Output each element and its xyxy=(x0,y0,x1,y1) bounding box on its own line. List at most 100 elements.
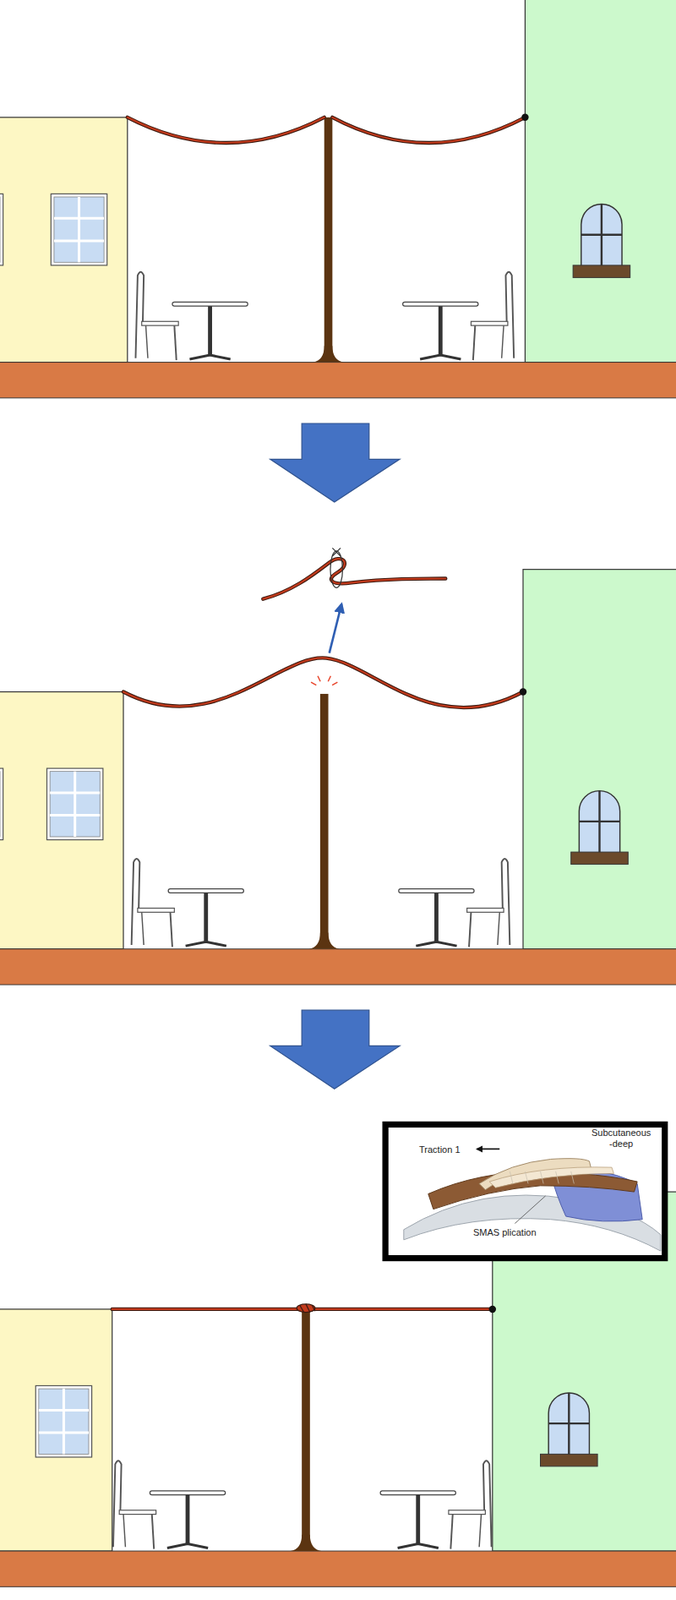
pole xyxy=(301,1308,311,1541)
fibre-strand xyxy=(524,1171,529,1183)
spark xyxy=(327,676,331,682)
rope-outline xyxy=(262,558,446,600)
window-bar xyxy=(49,791,100,795)
fibre-strand xyxy=(540,1171,545,1183)
chair-back xyxy=(131,858,141,945)
table-leg xyxy=(207,305,213,356)
chair-seat xyxy=(467,907,504,912)
chair-leg xyxy=(170,911,173,947)
fibre-strand xyxy=(571,1171,575,1183)
chair xyxy=(113,1460,157,1549)
chair xyxy=(135,272,179,360)
table-leg xyxy=(438,305,443,356)
rope xyxy=(123,657,524,708)
window-glass xyxy=(54,196,104,262)
window-glass xyxy=(49,771,100,837)
yellow-building xyxy=(0,117,128,363)
leader-line xyxy=(514,1195,546,1224)
table-leg xyxy=(434,892,439,943)
table-base xyxy=(189,354,230,360)
table xyxy=(398,888,475,947)
inset-frame xyxy=(385,1123,666,1258)
window-bar xyxy=(77,196,81,262)
rope xyxy=(127,117,526,143)
table-leg xyxy=(203,892,208,943)
table xyxy=(172,301,248,360)
chair-leg xyxy=(152,1514,154,1549)
street-scene xyxy=(0,547,676,985)
inset-illustration xyxy=(385,1123,666,1258)
traction-arrow xyxy=(477,1148,501,1151)
arched-window xyxy=(581,203,622,268)
suture-knot xyxy=(332,547,341,557)
rope-knot xyxy=(296,1303,316,1313)
chair-back xyxy=(505,272,514,359)
table xyxy=(149,1490,225,1549)
yellow-building xyxy=(0,692,124,949)
table-leg xyxy=(415,1494,420,1545)
window-sill xyxy=(571,851,629,864)
table-top xyxy=(168,888,244,894)
knot-wrap xyxy=(296,1303,316,1313)
table-base xyxy=(397,1543,439,1549)
ground xyxy=(0,1550,676,1587)
anchor-dot xyxy=(521,114,529,121)
chair-leg xyxy=(479,1514,481,1548)
street-scene xyxy=(0,0,676,398)
subcutaneous-flap xyxy=(489,1166,614,1188)
arched-window xyxy=(548,1392,589,1456)
anchor-dot xyxy=(519,687,527,695)
spark xyxy=(332,681,338,686)
pole-base xyxy=(290,1534,322,1551)
table xyxy=(380,1490,456,1549)
table-base xyxy=(415,941,457,946)
chair-back xyxy=(501,858,511,945)
pole-base xyxy=(309,932,340,949)
spark xyxy=(310,681,317,686)
chair-back xyxy=(135,272,144,359)
chair-seat xyxy=(470,321,507,326)
ground xyxy=(0,948,676,985)
rope-outline xyxy=(123,657,524,708)
table-top xyxy=(380,1490,456,1495)
ground xyxy=(0,362,676,398)
pole xyxy=(324,117,333,353)
down-arrow xyxy=(270,1009,400,1089)
chair-seat xyxy=(137,907,175,912)
chair xyxy=(131,858,175,947)
window xyxy=(35,1384,92,1457)
table-top xyxy=(149,1490,225,1495)
chair-leg xyxy=(450,1514,453,1549)
knot-turns xyxy=(299,1303,316,1313)
window-bar xyxy=(54,239,104,242)
chair xyxy=(467,858,511,947)
table-base xyxy=(185,941,227,946)
window-bar xyxy=(62,1388,66,1454)
window-bar xyxy=(578,820,620,823)
table xyxy=(403,301,479,360)
chair-seat xyxy=(141,321,179,326)
spark xyxy=(317,676,321,682)
green-building xyxy=(524,0,676,363)
pole-base xyxy=(312,345,344,362)
inset-label: SMAS plication xyxy=(473,1226,537,1238)
chair xyxy=(448,1460,492,1549)
fibre-strand xyxy=(509,1171,513,1183)
suture-loop xyxy=(330,550,343,588)
inset-label: Traction 1 xyxy=(419,1144,461,1156)
table xyxy=(168,888,244,947)
chair-back xyxy=(483,1460,492,1547)
window-glass xyxy=(38,1388,89,1454)
chair-leg xyxy=(141,911,144,945)
window-bar xyxy=(49,813,100,817)
chair xyxy=(470,272,514,360)
down-arrow xyxy=(270,423,400,502)
rope xyxy=(262,558,446,600)
green-building xyxy=(523,569,676,949)
window-bar xyxy=(38,1408,89,1412)
chair-leg xyxy=(501,325,504,359)
window-bar xyxy=(73,771,77,837)
table-base xyxy=(419,354,461,360)
